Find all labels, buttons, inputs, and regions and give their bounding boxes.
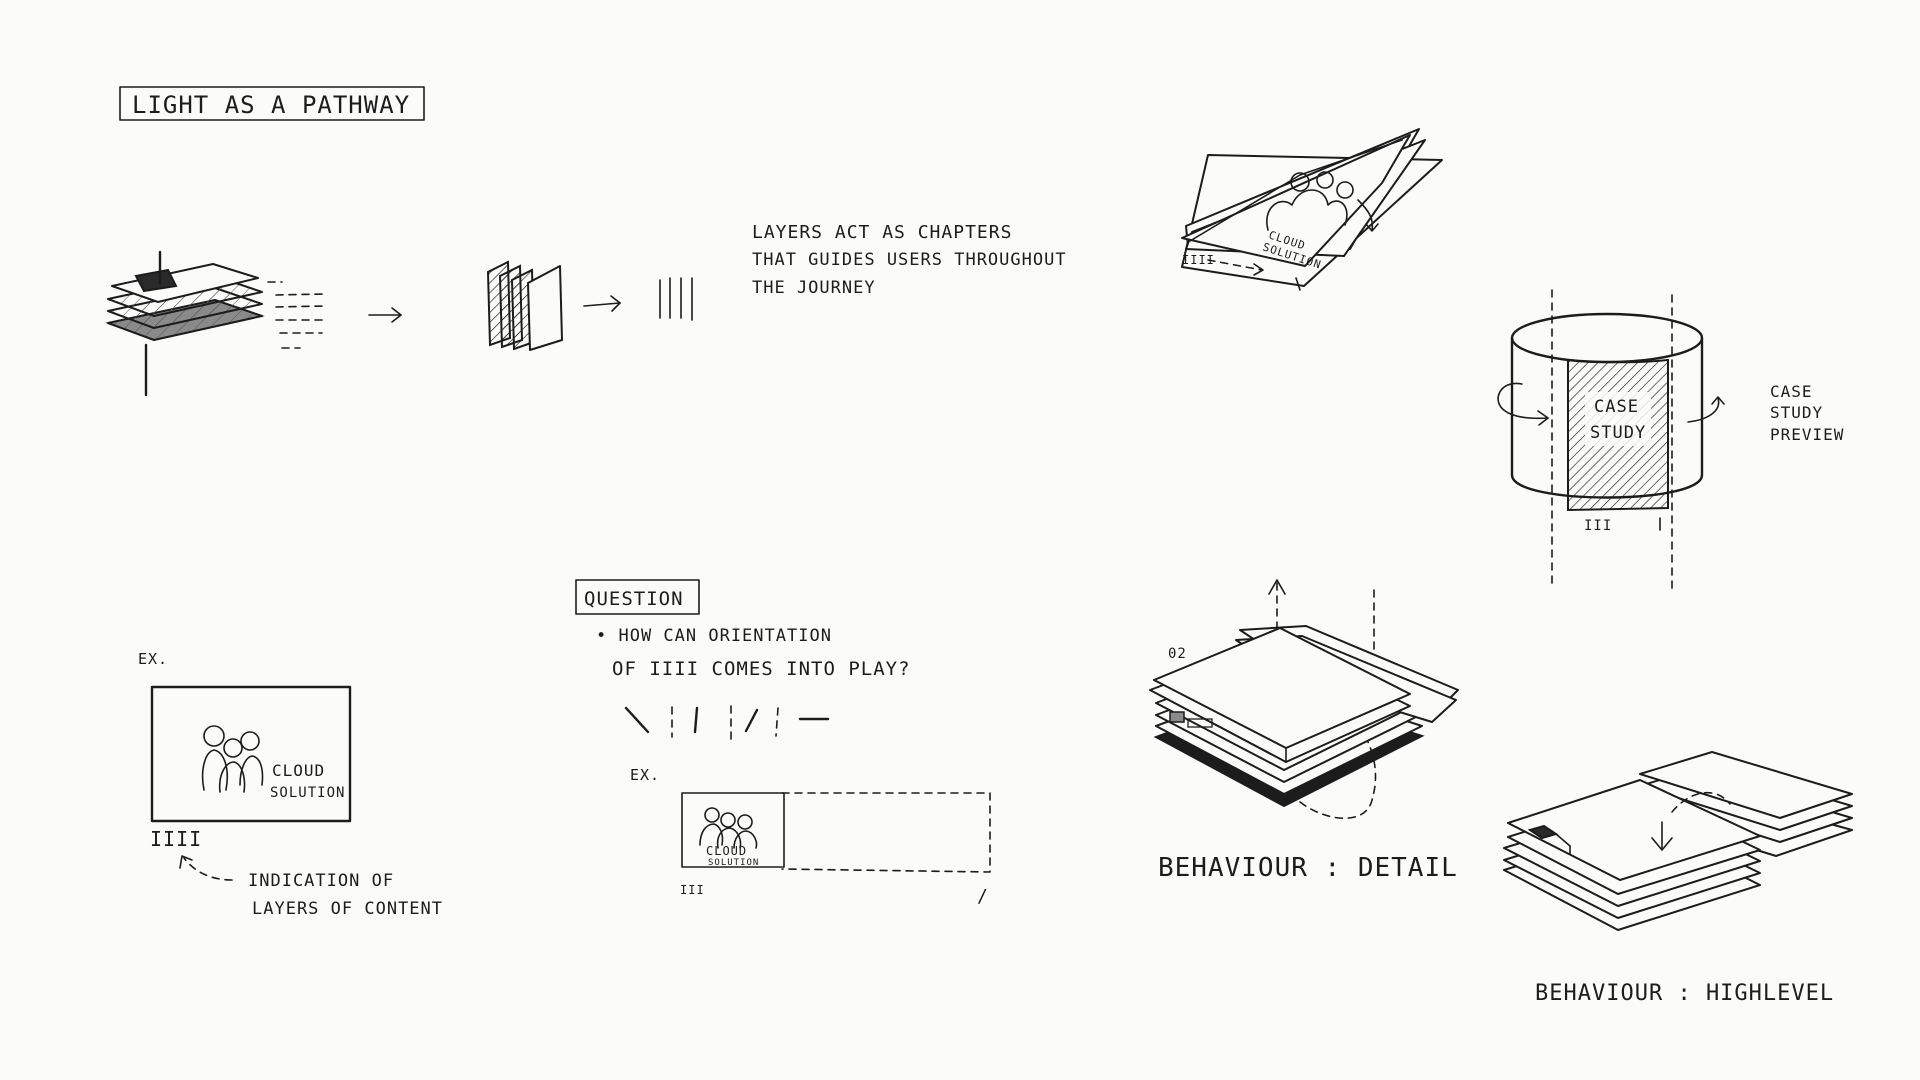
detail-stack-number: 02	[1168, 646, 1187, 662]
question-group: QUESTION • HOW CAN ORIENTATION OF IIII C…	[575, 579, 991, 907]
layer-stack-diagram	[105, 250, 326, 397]
cylinder-label-line-2: STUDY	[1590, 423, 1646, 443]
layers-note-line-3: THE JOURNEY	[752, 278, 876, 298]
example2-label: EX.	[630, 766, 660, 784]
title-box: LIGHT AS A PATHWAY	[119, 86, 425, 121]
example2-card-line-1: CLOUD	[706, 844, 747, 858]
layers-note-line-1: LAYERS ACT AS CHAPTERS	[752, 222, 1012, 243]
example-card-group: EX. CLOUD SOLUTION IIII INDICATION OF LA…	[138, 650, 443, 919]
case-study-note: CASE STUDY PREVIEW	[1770, 382, 1844, 444]
arrow-2	[583, 295, 621, 312]
question-line-1: • HOW CAN ORIENTATION	[596, 626, 832, 646]
behaviour-highlevel: BEHAVIOUR : HIGHLEVEL	[1535, 981, 1834, 1006]
sheet-marks: IIII	[1182, 253, 1215, 267]
orientation-marks	[624, 705, 830, 741]
detail-stack: 02	[1149, 579, 1459, 820]
example2-card-line-2: SOLUTION	[708, 858, 759, 868]
example-card-line-2: SOLUTION	[270, 785, 345, 801]
case-study-note-line-3: PREVIEW	[1770, 425, 1844, 444]
cloud-solution-sheet: CLOUD SOLUTION IIII	[1181, 128, 1443, 291]
behaviour-detail: BEHAVIOUR : DETAIL	[1158, 853, 1458, 883]
upright-sheets-icon	[486, 260, 563, 351]
highlevel-stack	[1503, 751, 1853, 931]
people-icon-small	[699, 807, 758, 849]
title-text: LIGHT AS A PATHWAY	[132, 91, 410, 119]
arrow-1	[368, 307, 402, 323]
indication-note-line-1: INDICATION OF	[248, 871, 394, 891]
layers-note-line-2: THAT GUIDES USERS THROUGHOUT	[752, 250, 1067, 270]
example-label: EX.	[138, 650, 168, 668]
cylinder-marks: III	[1584, 518, 1612, 534]
question-heading: QUESTION	[584, 588, 684, 610]
question-line-2: OF IIII COMES INTO PLAY?	[612, 658, 911, 680]
case-study-note-line-1: CASE	[1770, 382, 1813, 401]
layer-indicator: IIII	[150, 827, 202, 851]
four-lines-icon	[659, 277, 693, 321]
layers-note: LAYERS ACT AS CHAPTERS THAT GUIDES USERS…	[752, 222, 1067, 298]
example2-marks-left: III	[680, 883, 705, 897]
example2-marks-right: /	[977, 886, 989, 907]
case-study-cylinder: CASE STUDY III	[1497, 289, 1725, 591]
example-card-line-1: CLOUD	[272, 761, 325, 780]
case-study-note-line-2: STUDY	[1770, 403, 1823, 422]
people-icon	[201, 725, 264, 793]
cylinder-label-line-1: CASE	[1594, 397, 1639, 417]
indication-note-line-2: LAYERS OF CONTENT	[252, 899, 443, 919]
